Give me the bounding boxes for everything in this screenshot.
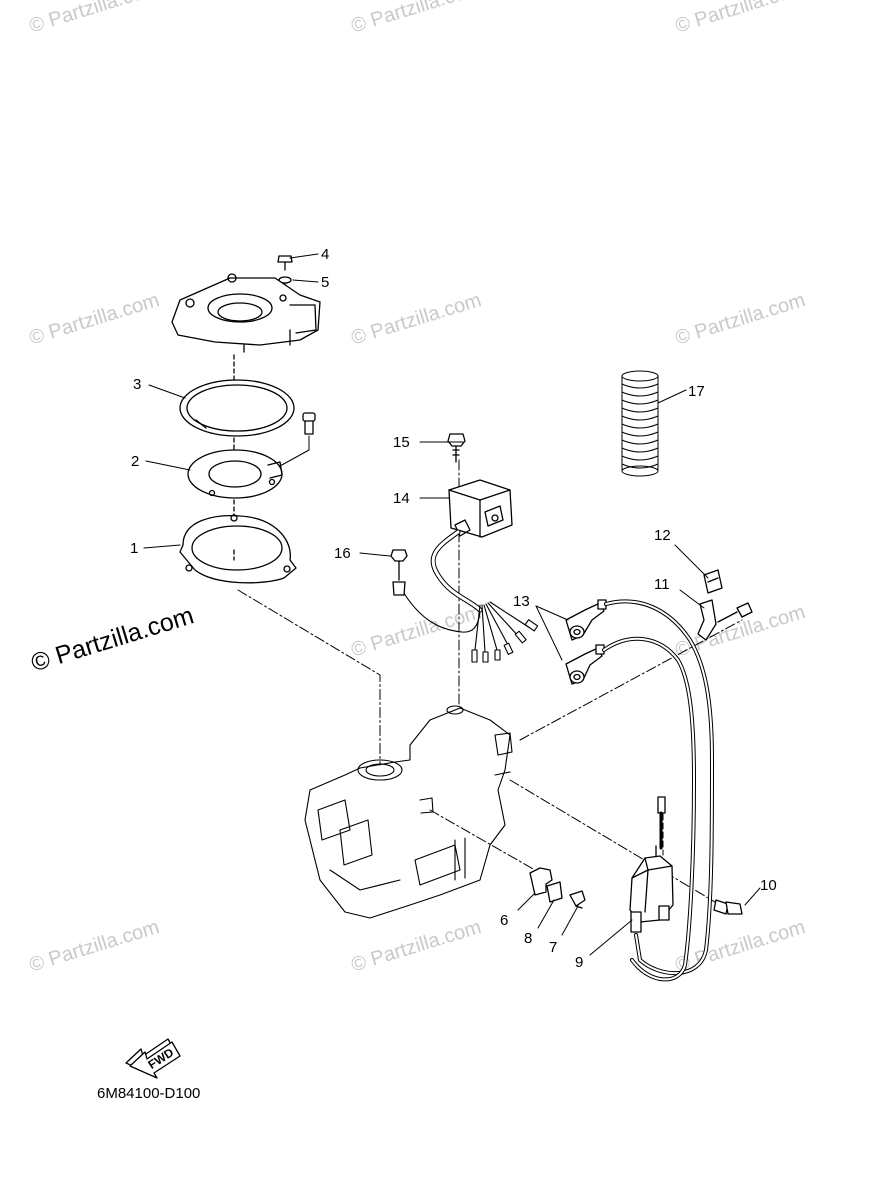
callout-17: 17 (688, 383, 705, 400)
high-tension-leads (602, 599, 714, 982)
engine-block (304, 705, 513, 919)
part-9-ignition-coil[interactable] (629, 796, 674, 933)
callout-3: 3 (133, 376, 141, 393)
callout-2: 2 (131, 453, 139, 470)
callout-14: 14 (393, 490, 410, 507)
top-cover (171, 273, 321, 353)
fwd-arrow-icon (125, 1038, 181, 1079)
small-screw[interactable] (302, 412, 316, 435)
callout-6: 6 (500, 912, 508, 929)
callout-11: 11 (654, 576, 670, 593)
callout-4: 4 (321, 246, 329, 263)
part-13-plug-cap[interactable] (565, 644, 605, 685)
callout-5: 5 (321, 274, 329, 291)
part-16-bolt[interactable] (390, 549, 408, 596)
diagram-code: 6M84100-D100 (97, 1085, 201, 1102)
part-13-plug-cap[interactable] (565, 599, 607, 641)
part-2-ring[interactable] (187, 449, 283, 499)
part-17-sleeve[interactable] (621, 370, 659, 477)
part-7-bolt[interactable] (569, 890, 586, 909)
clamp-bolt[interactable] (717, 602, 753, 623)
part-1-plate[interactable] (179, 514, 297, 584)
callout-15: 15 (393, 434, 410, 451)
part-11-clamp[interactable] (697, 599, 717, 641)
part-8-block[interactable] (546, 881, 563, 903)
callout-13: 13 (513, 593, 530, 610)
callout-1: 1 (130, 540, 138, 557)
callout-16: 16 (334, 545, 351, 562)
part-14-cdi-unit[interactable] (430, 479, 513, 613)
callout-9: 9 (575, 954, 583, 971)
callout-8: 8 (524, 930, 532, 947)
callout-10: 10 (760, 877, 777, 894)
part-15-bolt[interactable] (447, 433, 466, 463)
part-10-bolt[interactable] (713, 899, 743, 915)
part-3-ring[interactable] (179, 379, 295, 437)
part-12-clamp[interactable] (703, 569, 723, 594)
callout-12: 12 (654, 527, 671, 544)
part-4-bolt[interactable] (277, 255, 293, 271)
callout-7: 7 (549, 939, 557, 956)
part-6-bracket[interactable] (529, 867, 553, 896)
wire-harness (401, 589, 539, 663)
